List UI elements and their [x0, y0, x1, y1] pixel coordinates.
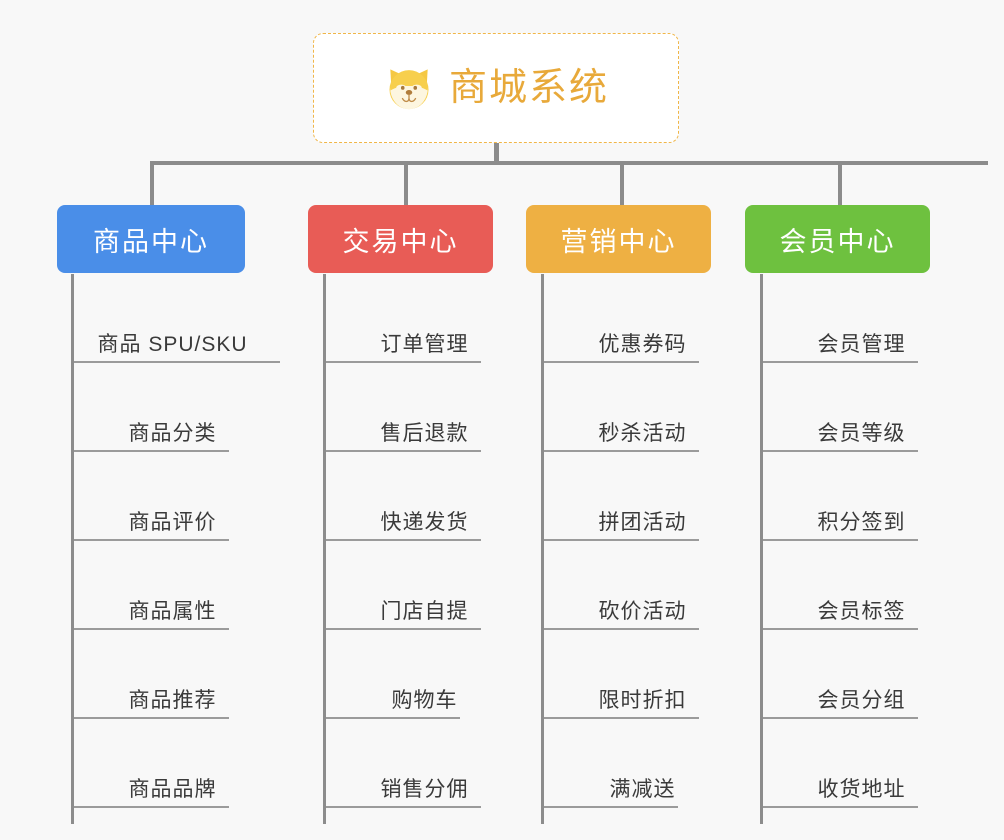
connector-drop-2 — [404, 161, 408, 205]
leaf-column-3: 优惠券码 秒杀活动 拼团活动 砍价活动 限时折扣 满减送 — [541, 274, 741, 824]
list-item[interactable]: 会员管理 — [763, 274, 960, 363]
list-item[interactable]: 拼团活动 — [544, 452, 741, 541]
list-item[interactable]: 售后退款 — [326, 363, 523, 452]
item-underline — [326, 361, 481, 363]
item-underline — [74, 806, 229, 808]
item-underline — [544, 450, 699, 452]
item-underline — [763, 539, 918, 541]
connector-drop-4 — [838, 161, 842, 205]
root-title: 商城系统 — [448, 67, 609, 109]
category-label: 商品中心 — [93, 226, 209, 257]
list-item[interactable]: 商品品牌 — [74, 719, 271, 808]
list-item[interactable]: 商品属性 — [74, 541, 271, 630]
category-label: 营销中心 — [560, 226, 677, 257]
item-underline — [544, 361, 699, 363]
item-underline — [74, 450, 229, 452]
item-underline — [544, 628, 699, 630]
connector-bus — [150, 161, 988, 165]
category-box-4[interactable]: 会员中心 — [745, 205, 930, 273]
list-item[interactable]: 商品推荐 — [74, 630, 271, 719]
item-underline — [544, 717, 699, 719]
list-item[interactable]: 门店自提 — [326, 541, 523, 630]
item-underline — [74, 361, 280, 363]
item-underline — [544, 806, 678, 808]
category-box-2[interactable]: 交易中心 — [308, 205, 493, 273]
item-underline — [763, 806, 918, 808]
category-box-3[interactable]: 营销中心 — [526, 205, 711, 273]
list-item[interactable]: 砍价活动 — [544, 541, 741, 630]
item-underline — [763, 717, 918, 719]
item-underline — [74, 628, 229, 630]
item-underline — [74, 717, 229, 719]
list-item[interactable]: 销售分佣 — [326, 719, 523, 808]
connector-root-stem — [494, 143, 499, 165]
list-item[interactable]: 会员标签 — [763, 541, 960, 630]
item-underline — [763, 628, 918, 630]
item-underline — [763, 361, 918, 363]
item-underline — [326, 806, 481, 808]
item-underline — [326, 628, 481, 630]
list-item[interactable]: 订单管理 — [326, 274, 523, 363]
root-node[interactable]: 商城系统 — [313, 33, 679, 143]
item-underline — [326, 539, 481, 541]
leaf-column-2: 订单管理 售后退款 快递发货 门店自提 购物车 销售分佣 — [323, 274, 523, 824]
item-underline — [326, 450, 481, 452]
list-item[interactable]: 商品评价 — [74, 452, 271, 541]
list-item[interactable]: 快递发货 — [326, 452, 523, 541]
list-item[interactable]: 商品 SPU/SKU — [74, 274, 280, 363]
item-underline — [74, 539, 229, 541]
item-underline — [544, 539, 699, 541]
connector-drop-1 — [150, 161, 154, 205]
item-underline — [326, 717, 460, 719]
leaf-column-1: 商品 SPU/SKU 商品分类 商品评价 商品属性 商品推荐 商品品牌 — [71, 274, 280, 824]
list-item[interactable]: 收货地址 — [763, 719, 960, 808]
category-label: 会员中心 — [779, 226, 896, 257]
connector-drop-3 — [620, 161, 624, 205]
category-label: 交易中心 — [342, 226, 459, 257]
list-item[interactable]: 会员分组 — [763, 630, 960, 719]
list-item[interactable]: 限时折扣 — [544, 630, 741, 719]
list-item[interactable]: 优惠券码 — [544, 274, 741, 363]
list-item[interactable]: 满减送 — [544, 719, 741, 808]
category-box-1[interactable]: 商品中心 — [57, 205, 245, 273]
list-item[interactable]: 购物车 — [326, 630, 523, 719]
item-underline — [763, 450, 918, 452]
list-item[interactable]: 秒杀活动 — [544, 363, 741, 452]
list-item[interactable]: 会员等级 — [763, 363, 960, 452]
list-item[interactable]: 积分签到 — [763, 452, 960, 541]
leaf-column-4: 会员管理 会员等级 积分签到 会员标签 会员分组 收货地址 — [760, 274, 960, 824]
shiba-inu-icon — [389, 69, 429, 110]
list-item[interactable]: 商品分类 — [74, 363, 271, 452]
